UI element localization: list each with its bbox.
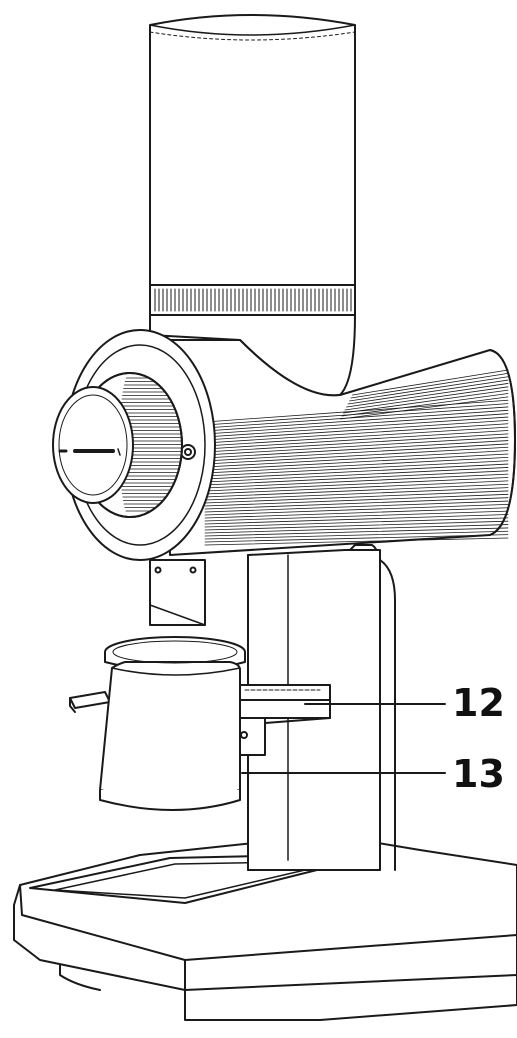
hopper-collar [149,284,356,316]
dosing-cup [99,636,246,811]
grinder-body [164,339,516,556]
bean-hopper [149,14,356,286]
callout-12-label: 12 [452,681,505,725]
front-knob [52,386,134,504]
callout-13-label: 13 [452,752,505,796]
grounds-chute [149,559,206,626]
